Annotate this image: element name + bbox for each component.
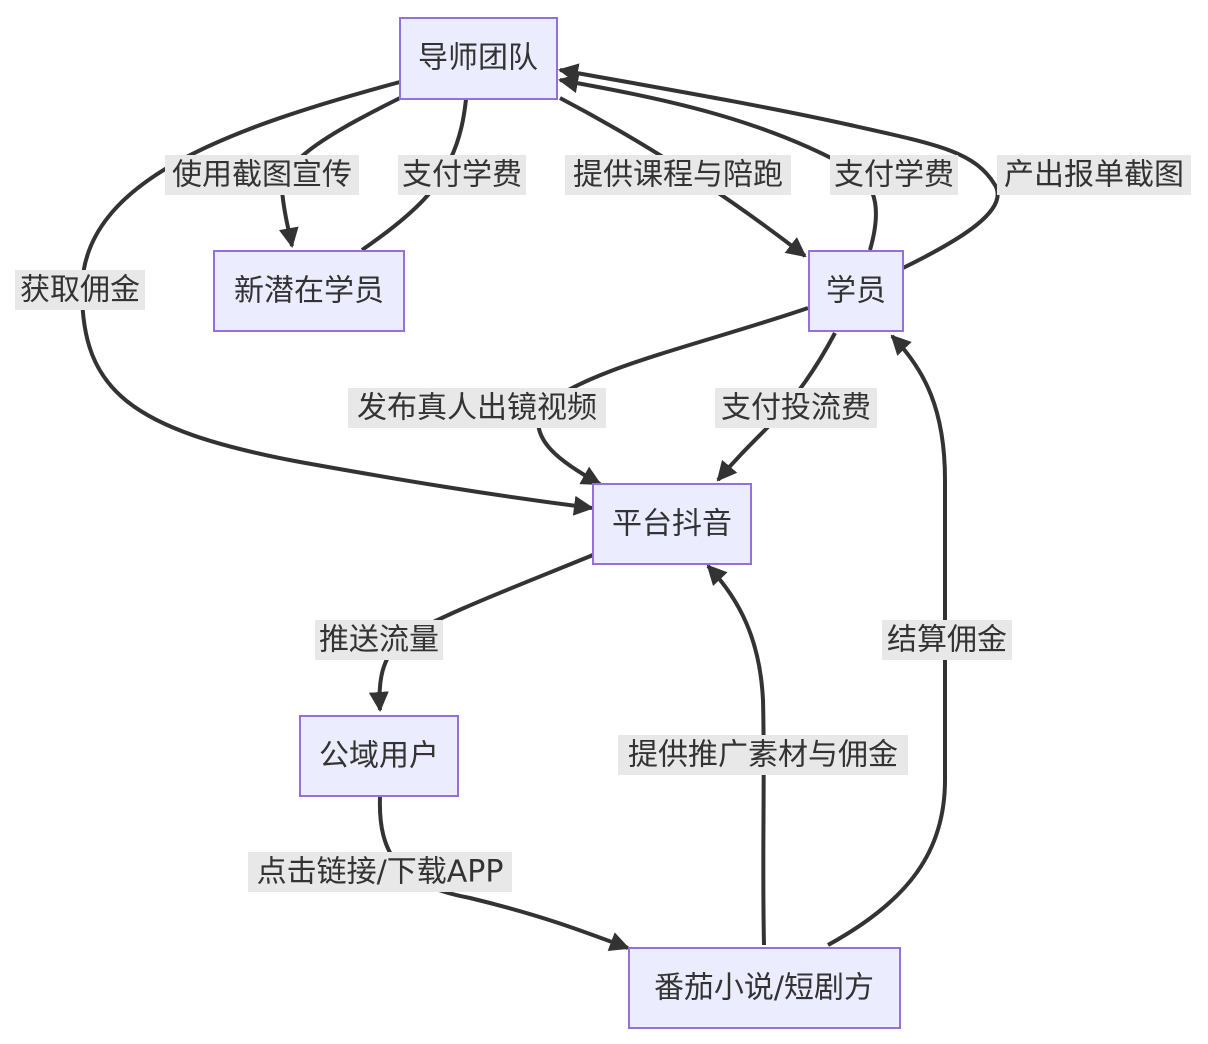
label-student-to-platform-ads: 支付投流费 xyxy=(715,388,877,428)
svg-text:使用截图宣传: 使用截图宣传 xyxy=(172,158,352,193)
edge-student-to-mentor-screenshot xyxy=(558,63,1000,270)
svg-text:推送流量: 推送流量 xyxy=(319,623,439,658)
label-fanqie-to-student: 结算佣金 xyxy=(882,620,1012,660)
edge-student-to-platform-ads xyxy=(716,332,837,482)
edge-fanqie-to-student xyxy=(827,334,947,947)
label-prospect-to-mentor: 支付学费 xyxy=(398,155,526,195)
svg-text:点击链接/下载APP: 点击链接/下载APP xyxy=(257,855,504,890)
label-mentor-to-prospect: 使用截图宣传 xyxy=(165,155,359,195)
edge-fanqie-to-platform xyxy=(706,564,766,946)
svg-text:学员: 学员 xyxy=(826,274,886,309)
svg-text:提供课程与陪跑: 提供课程与陪跑 xyxy=(573,158,783,193)
svg-text:新潜在学员: 新潜在学员 xyxy=(234,274,384,309)
label-student-to-mentor-screenshot: 产出报单截图 xyxy=(997,155,1191,195)
svg-text:导师团队: 导师团队 xyxy=(418,41,538,76)
node-platform[interactable]: 平台抖音 xyxy=(592,483,752,565)
svg-text:发布真人出镜视频: 发布真人出镜视频 xyxy=(357,391,597,426)
svg-text:公域用户: 公域用户 xyxy=(319,739,439,774)
svg-text:支付投流费: 支付投流费 xyxy=(721,391,871,426)
svg-text:番茄小说/短剧方: 番茄小说/短剧方 xyxy=(654,971,874,1006)
node-fanqie[interactable]: 番茄小说/短剧方 xyxy=(628,947,901,1029)
svg-text:获取佣金: 获取佣金 xyxy=(20,273,140,308)
node-new-prospect[interactable]: 新潜在学员 xyxy=(213,250,405,332)
svg-text:产出报单截图: 产出报单截图 xyxy=(1004,158,1184,193)
label-public-to-fanqie: 点击链接/下载APP xyxy=(248,852,512,892)
edge-mentor-to-platform xyxy=(79,80,594,516)
label-student-to-platform-video: 发布真人出镜视频 xyxy=(348,388,606,428)
svg-text:提供推广素材与佣金: 提供推广素材与佣金 xyxy=(628,738,898,773)
svg-text:支付学费: 支付学费 xyxy=(402,158,522,193)
svg-text:平台抖音: 平台抖音 xyxy=(612,507,732,542)
node-mentor-team[interactable]: 导师团队 xyxy=(399,17,558,100)
node-public-users[interactable]: 公域用户 xyxy=(299,715,459,797)
label-fanqie-to-platform: 提供推广素材与佣金 xyxy=(618,735,908,775)
svg-text:支付学费: 支付学费 xyxy=(834,158,954,193)
svg-text:结算佣金: 结算佣金 xyxy=(887,623,1007,658)
label-mentor-to-student: 提供课程与陪跑 xyxy=(565,155,791,195)
edge-public-to-fanqie xyxy=(377,796,630,952)
label-mentor-to-platform: 获取佣金 xyxy=(15,270,145,310)
label-student-to-mentor-fee: 支付学费 xyxy=(830,155,958,195)
label-platform-to-public: 推送流量 xyxy=(315,620,443,660)
edge-student-to-mentor-fee xyxy=(558,73,878,251)
node-student[interactable]: 学员 xyxy=(808,250,904,332)
